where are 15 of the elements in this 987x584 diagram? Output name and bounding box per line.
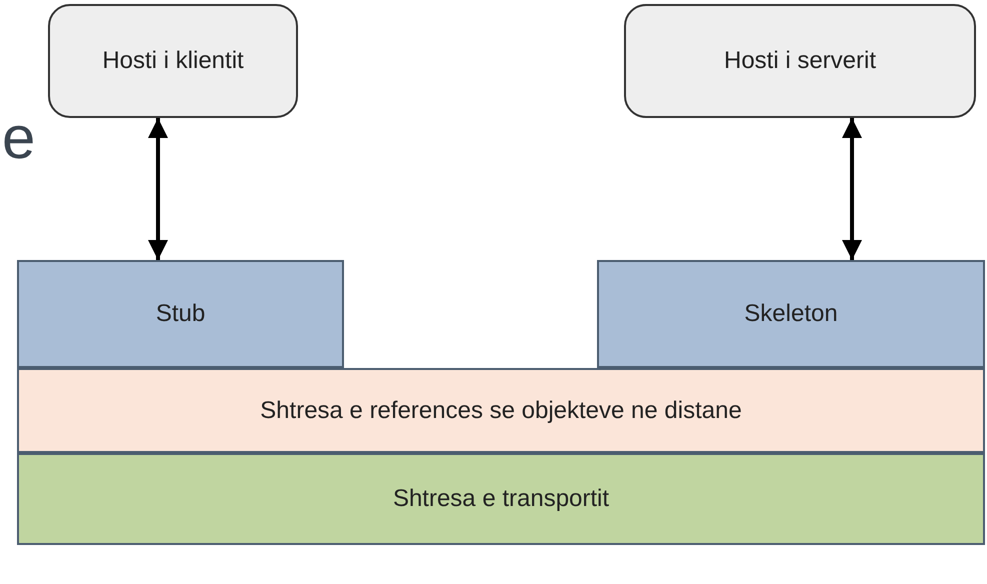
- node-label: Stub: [156, 300, 206, 328]
- layer-band: [17, 368, 985, 453]
- double-arrow: [842, 118, 862, 260]
- layer-box: [597, 260, 985, 368]
- text-fragment: e: [2, 108, 36, 168]
- node-label: Shtresa e references se objekteve ne distane: [260, 396, 742, 424]
- node-label: Skeleton: [744, 300, 838, 328]
- host-box: [48, 4, 298, 118]
- node-label: Hosti i klientit: [102, 47, 244, 75]
- host-box: [624, 4, 976, 118]
- node-label: Hosti i serverit: [724, 47, 876, 75]
- node-label: Shtresa e transportit: [392, 485, 610, 513]
- double-arrow: [148, 118, 168, 260]
- layer-band: [17, 453, 985, 545]
- layer-box: [17, 260, 344, 368]
